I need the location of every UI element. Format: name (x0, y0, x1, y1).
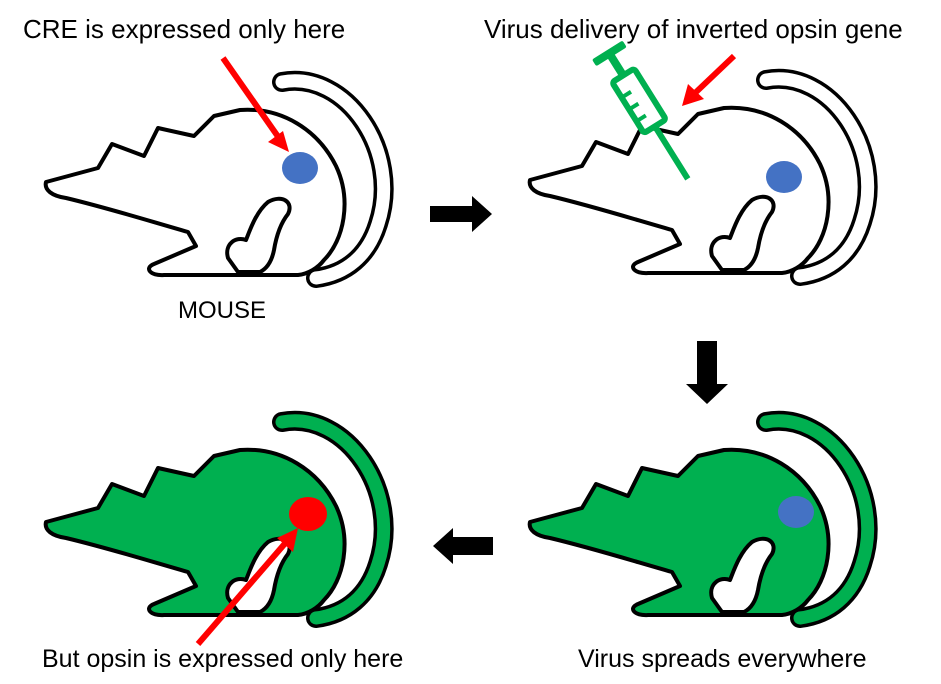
mouse-top-right (527, 79, 868, 276)
brain-spot (289, 497, 327, 531)
syringe-icon (592, 41, 691, 181)
pointer-arrow-cre (220, 56, 289, 152)
pointer-arrow-virus (682, 53, 737, 106)
mouse-top-left (43, 81, 384, 278)
pointer-arrow-opsin (195, 528, 298, 646)
flow-arrow-left (433, 528, 493, 564)
label-opsin: But opsin is expressed only here (42, 645, 403, 673)
label-cre: CRE is expressed only here (23, 14, 345, 44)
flow-arrow-down (686, 341, 728, 404)
flow-arrow-right (430, 196, 492, 232)
mouse-bottom-left (43, 421, 384, 618)
label-mouse: MOUSE (178, 297, 266, 324)
label-virus-delivery: Virus delivery of inverted opsin gene (484, 14, 903, 44)
brain-spot (282, 152, 318, 184)
label-spreads: Virus spreads everywhere (578, 645, 867, 673)
brain-spot (778, 496, 814, 528)
mouse-bottom-right (527, 421, 868, 618)
brain-spot (766, 161, 802, 193)
